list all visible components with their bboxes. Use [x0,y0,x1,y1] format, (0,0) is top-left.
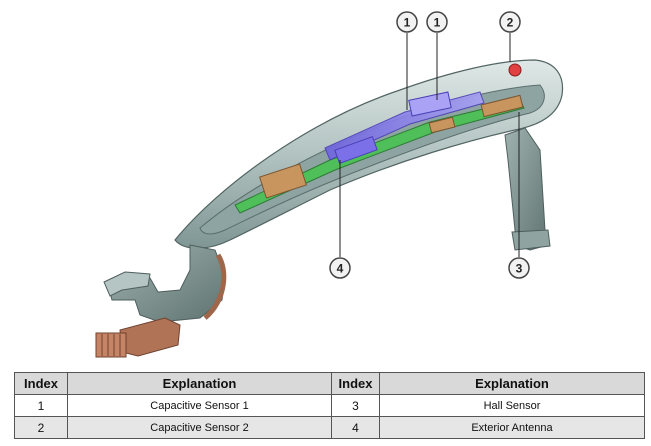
legend-header-row: Index Explanation Index Explanation [14,372,645,395]
legend-table: Index Explanation Index Explanation 1 Ca… [14,372,645,439]
row-explanation-b: Hall Sensor [379,394,645,417]
callout-2-label: 2 [507,16,514,30]
callout-1b: 1 [426,11,448,33]
row-explanation-a: Capacitive Sensor 1 [67,394,332,417]
component-block-right [480,94,524,118]
callout-3-label: 3 [516,262,523,276]
row-index-a: 1 [14,394,68,417]
cable [203,253,227,320]
row-index-a: 2 [14,416,68,439]
callout-1b-label: 1 [434,16,441,30]
leader-lines [339,33,520,257]
component-block-left [258,163,308,199]
row-explanation-b: Exterior Antenna [379,416,645,439]
callout-1a-label: 1 [404,16,411,30]
header-index-a: Index [14,372,68,395]
handle-bracket-clip [103,271,151,297]
callout-3: 3 [508,257,530,279]
header-explanation-a: Explanation [67,372,332,395]
connector-housing [119,317,181,357]
row-explanation-a: Capacitive Sensor 2 [67,416,332,439]
handle-body [103,59,564,323]
callout-2: 2 [499,11,521,33]
capacitive-sensor-2 [408,91,452,117]
callout-4-label: 4 [337,262,344,276]
capacitive-sensors [324,91,485,165]
table-row: 1 Capacitive Sensor 1 3 Hall Sensor [14,394,645,417]
header-explanation-b: Explanation [379,372,645,395]
mounting-leg-foot [511,229,551,251]
table-row: 2 Capacitive Sensor 2 4 Exterior Antenna [14,416,645,439]
component-block-mid [428,116,456,134]
row-index-b: 4 [331,416,380,439]
hall-sensor-marker [508,63,522,77]
callout-4: 4 [329,257,351,279]
header-index-b: Index [331,372,380,395]
row-index-b: 3 [331,394,380,417]
internal-electronics [234,94,525,214]
sensor-module [334,135,378,165]
connector-pins [95,332,127,358]
wiring-connector [95,253,227,358]
door-handle-diagram: 1 1 2 3 4 [95,11,564,358]
callout-1a: 1 [396,11,418,33]
